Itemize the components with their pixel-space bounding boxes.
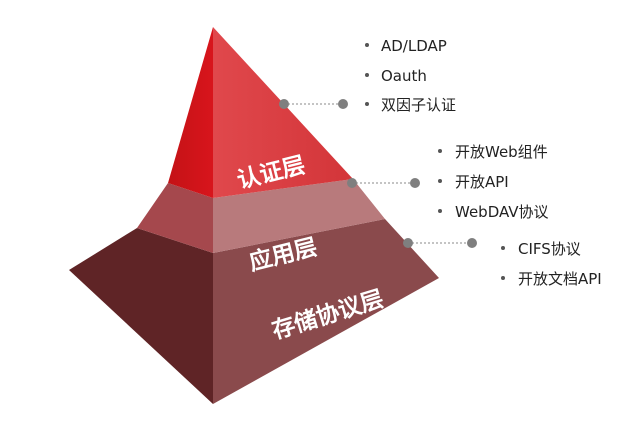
list-item: AD/LDAP <box>365 37 447 55</box>
auth-connector <box>279 99 348 109</box>
application-layer-right-face <box>213 179 385 253</box>
auth-layer-right-face <box>213 27 353 198</box>
svg-text:开放文档API: 开放文档API <box>518 270 602 288</box>
storage-layer-right-face <box>213 219 439 404</box>
svg-text:开放Web组件: 开放Web组件 <box>455 143 548 161</box>
application-layer-left-face <box>137 183 213 253</box>
list-item: Oauth <box>365 67 427 85</box>
storage-connector <box>403 238 477 248</box>
svg-text:Oauth: Oauth <box>381 67 427 85</box>
storage-items-list: CIFS协议 开放文档API <box>501 240 602 288</box>
application-items-list: 开放Web组件 开放API WebDAV协议 <box>438 143 549 221</box>
svg-text:开放API: 开放API <box>455 173 509 191</box>
storage-layer-left-face <box>69 228 213 404</box>
list-item: 开放Web组件 <box>438 143 548 161</box>
auth-layer <box>168 27 353 198</box>
svg-text:双因子认证: 双因子认证 <box>381 96 456 114</box>
application-layer <box>137 179 385 253</box>
svg-text:CIFS协议: CIFS协议 <box>518 240 581 258</box>
auth-layer-left-face <box>168 27 213 198</box>
list-item: 开放API <box>438 173 509 191</box>
svg-text:WebDAV协议: WebDAV协议 <box>455 203 549 221</box>
auth-items-list: AD/LDAP Oauth 双因子认证 <box>365 37 456 114</box>
list-item: CIFS协议 <box>501 240 581 258</box>
list-item: WebDAV协议 <box>438 203 549 221</box>
list-item: 开放文档API <box>501 270 602 288</box>
storage-layer <box>69 219 439 404</box>
application-connector <box>347 178 420 188</box>
svg-text:AD/LDAP: AD/LDAP <box>381 37 447 55</box>
list-item: 双因子认证 <box>365 96 456 114</box>
